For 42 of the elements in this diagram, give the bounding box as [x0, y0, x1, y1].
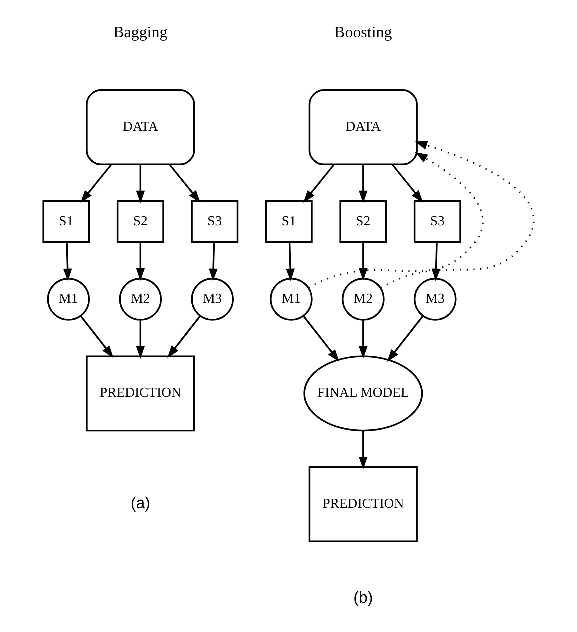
node-circle: M3	[190, 278, 234, 321]
arrow	[136, 165, 145, 204]
node-box: PREDICTION	[86, 356, 195, 432]
node-circle: M2	[118, 278, 162, 321]
node-box: S2	[116, 200, 164, 244]
node-box: S3	[413, 200, 461, 244]
arrow	[62, 242, 72, 282]
arrow	[80, 316, 114, 358]
arrow	[208, 242, 218, 282]
arrow	[136, 242, 145, 281]
arrow	[136, 320, 145, 359]
arrow	[302, 164, 334, 203]
node-circle: M1	[46, 278, 90, 321]
node-ellipse: FINAL MODEL	[303, 356, 423, 432]
node-circle: M2	[341, 278, 384, 321]
arrow	[380, 141, 534, 289]
node-box: S1	[42, 200, 90, 244]
label: (b)	[353, 590, 373, 607]
arrow	[431, 242, 440, 282]
node-box: S3	[190, 200, 238, 244]
arrow	[167, 316, 201, 358]
node-box: PREDICTION	[308, 466, 418, 542]
label: Boosting	[334, 24, 392, 42]
arrow	[308, 152, 484, 289]
arrow	[286, 242, 294, 282]
node-circle: M3	[413, 278, 456, 321]
arrow	[358, 430, 368, 470]
node-circle: M1	[270, 278, 312, 321]
node-box: DATA	[86, 90, 195, 166]
arrow	[358, 165, 368, 204]
label: (a)	[130, 496, 150, 513]
arrow	[168, 164, 200, 203]
label: Bagging	[113, 24, 168, 42]
arrow	[302, 316, 340, 362]
node-box: S1	[264, 200, 312, 244]
arrow	[80, 164, 112, 203]
node-box: DATA	[308, 90, 418, 166]
arrow	[392, 164, 423, 203]
node-box: S2	[339, 200, 387, 244]
arrow	[386, 316, 424, 362]
arrow	[358, 242, 368, 281]
arrow	[358, 320, 368, 359]
